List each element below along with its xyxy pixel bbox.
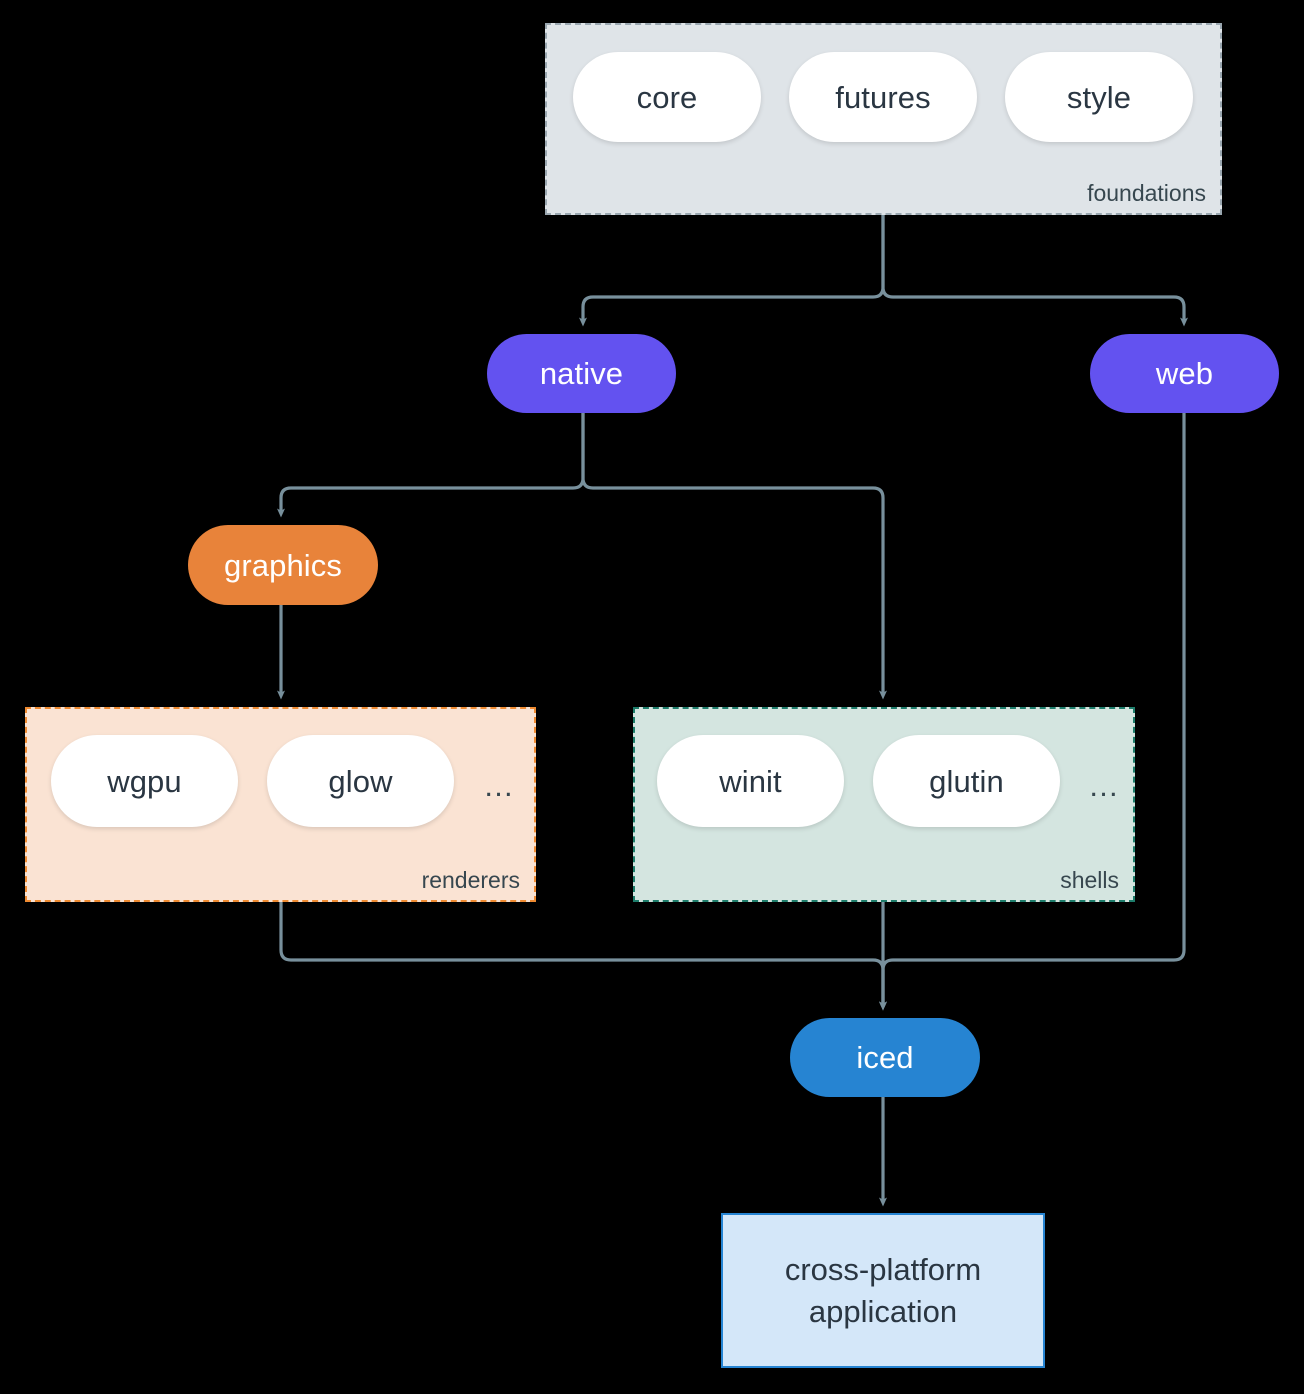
edge-native-graphics [277, 413, 585, 518]
node-winit-label: winit [719, 763, 782, 799]
node-core-label: core [636, 79, 698, 115]
node-glutin-label: glutin [929, 763, 1004, 799]
node-style[interactable]: style [1005, 52, 1193, 142]
application-line-1: cross-platform [784, 1251, 982, 1287]
node-iced[interactable]: iced [790, 1018, 980, 1097]
node-web-label: web [1155, 356, 1214, 391]
node-winit[interactable]: winit [657, 735, 844, 827]
node-futures-label: futures [835, 79, 931, 115]
node-futures[interactable]: futures [789, 52, 977, 142]
node-glow-label: glow [328, 763, 393, 799]
edge-renderers-iced [279, 902, 887, 1011]
node-web[interactable]: web [1090, 334, 1279, 413]
application-line-2: application [808, 1293, 958, 1329]
node-native[interactable]: native [487, 334, 676, 413]
node-glutin[interactable]: glutin [873, 735, 1060, 827]
renderers-more-indicator: … [483, 768, 515, 803]
node-graphics[interactable]: graphics [188, 525, 378, 605]
edge-foundations-native [579, 215, 885, 327]
group-foundations-label: foundations [1087, 180, 1206, 206]
node-application[interactable]: cross-platform application [721, 1213, 1045, 1368]
node-wgpu-label: wgpu [107, 763, 182, 799]
group-shells-label: shells [1060, 867, 1119, 893]
node-iced-label: iced [856, 1040, 914, 1075]
edge-foundations-web [881, 215, 1188, 327]
node-style-label: style [1066, 79, 1132, 115]
node-graphics-label: graphics [224, 547, 342, 583]
node-native-label: native [539, 356, 624, 391]
edge-native-shells [581, 413, 887, 700]
shells-more-indicator: … [1088, 768, 1120, 803]
node-core[interactable]: core [573, 52, 761, 142]
node-wgpu[interactable]: wgpu [51, 735, 238, 827]
node-glow[interactable]: glow [267, 735, 454, 827]
group-renderers-label: renderers [421, 867, 520, 893]
